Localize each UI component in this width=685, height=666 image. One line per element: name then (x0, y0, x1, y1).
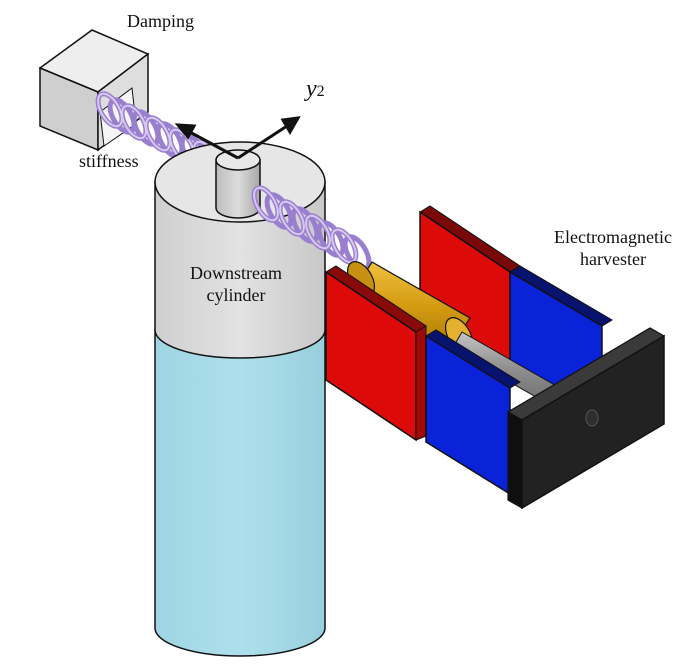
y-symbol: y (306, 76, 317, 102)
cylinder-stub (215, 149, 261, 219)
cylinder-label-line1: Downstream (190, 263, 282, 283)
stiffness-label: stiffness (79, 151, 139, 171)
motion-arrows (174, 116, 301, 160)
y-subscript: 2 (316, 83, 325, 100)
harvester-label: Electromagnetic harvester (538, 226, 685, 270)
end-plate (506, 327, 666, 510)
cylinder-label: Downstream cylinder (176, 262, 296, 306)
downstream-cylinder (154, 141, 326, 657)
harvester-label-line2: harvester (580, 249, 646, 269)
damping-label: Damping (127, 11, 194, 31)
cylinder-label-line2: cylinder (206, 285, 266, 305)
y2-label: y2 (306, 76, 325, 103)
harvester-front-magnets (325, 265, 521, 496)
harvester-label-line1: Electromagnetic (554, 227, 672, 247)
